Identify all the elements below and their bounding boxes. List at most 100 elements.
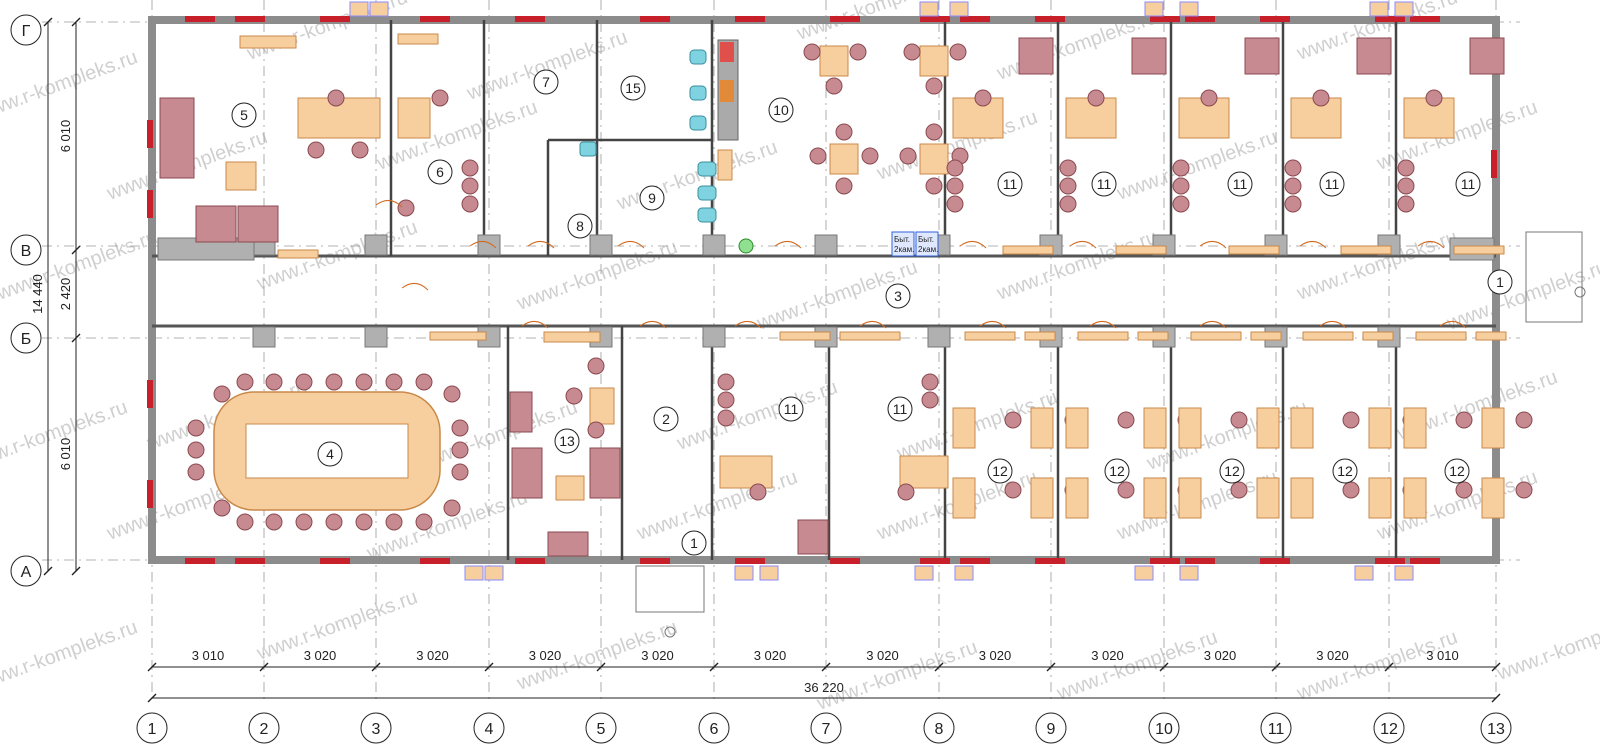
chair: [295, 513, 313, 531]
desk: [1340, 245, 1392, 255]
window: [735, 16, 765, 22]
door-swing: [959, 241, 987, 249]
col-axis-label: 4: [485, 721, 494, 738]
sofa: [511, 447, 543, 499]
dimension-bottom: 6 010: [58, 438, 73, 471]
chair: [265, 513, 283, 531]
sofa: [237, 205, 279, 243]
window: [830, 16, 860, 22]
row-axis-bubble: [10, 234, 42, 266]
chair: [265, 373, 283, 391]
chair: [1515, 481, 1533, 499]
col-axis-bubble: [473, 712, 505, 744]
room-number-circle: [1319, 171, 1345, 197]
door-swing: [1089, 321, 1117, 329]
row-axis-V: В: [21, 243, 32, 260]
row-axis-bubble: [10, 14, 42, 46]
window: [1375, 16, 1405, 22]
row-axis-B: Б: [21, 331, 32, 348]
door-swing: [617, 241, 645, 249]
entrance-porches: [635, 231, 1586, 638]
chair: [431, 89, 449, 107]
chair: [461, 195, 479, 213]
desk: [397, 33, 439, 45]
sofa: [195, 205, 237, 243]
room-number-r11g: 11: [893, 401, 908, 417]
window: [1260, 558, 1290, 564]
chair: [946, 195, 964, 213]
desk: [1453, 245, 1505, 255]
chair: [187, 419, 205, 437]
desk: [1190, 331, 1242, 341]
desk: [1178, 407, 1202, 449]
dimension-text: 3 020: [641, 648, 674, 663]
room-number-circle: [533, 69, 559, 95]
desk: [1290, 407, 1314, 449]
door-swing: [979, 321, 1007, 329]
window: [185, 16, 215, 22]
radiator: [484, 565, 504, 581]
chair: [1342, 411, 1360, 429]
chair: [236, 513, 254, 531]
desk: [1403, 407, 1427, 449]
desk: [1143, 407, 1167, 449]
chair: [1172, 159, 1190, 177]
room-number-circle: [317, 441, 343, 467]
desk: [1481, 477, 1505, 519]
chair: [325, 373, 343, 391]
room-number-r13: 13: [559, 433, 575, 449]
watermark-text: www.r-kompleks.ru: [1293, 226, 1460, 305]
sofa: [1469, 37, 1505, 75]
chair: [1515, 411, 1533, 429]
chair: [415, 513, 433, 531]
column: [252, 326, 276, 348]
col-axis-bubble: [810, 712, 842, 744]
window: [235, 558, 265, 564]
window: [640, 558, 670, 564]
radiator: [349, 1, 369, 17]
window: [1185, 558, 1215, 564]
chair: [1455, 481, 1473, 499]
desk: [1115, 245, 1167, 255]
watermark-text: www.r-kompleks.ru: [1293, 626, 1460, 705]
room-number-circle: [653, 406, 679, 432]
room-number-r12d: 12: [1337, 463, 1353, 479]
dimension-text: 3 020: [979, 648, 1012, 663]
room-number-r4: 4: [326, 446, 334, 462]
chair: [385, 373, 403, 391]
col-axis-label: 9: [1047, 721, 1056, 738]
desk: [1024, 331, 1056, 341]
door-swing: [1319, 321, 1347, 329]
room-number-circle: [1227, 171, 1253, 197]
chair: [1117, 481, 1135, 499]
col-axis-label: 6: [710, 721, 719, 738]
window: [235, 16, 265, 22]
room-number-circle: [231, 102, 257, 128]
desk: [543, 331, 601, 343]
desk: [1065, 407, 1089, 449]
radiator: [1354, 565, 1374, 581]
dimension-top: 6 010: [58, 120, 73, 153]
desk: [1368, 477, 1392, 519]
col-axis-label: 1: [148, 721, 157, 738]
room-number-r5: 5: [240, 107, 248, 123]
chair: [587, 357, 605, 375]
room-number-circle: [768, 97, 794, 123]
door-swing: [734, 321, 762, 329]
door-swing: [774, 241, 802, 249]
room-number-r8: 8: [576, 218, 584, 234]
window: [515, 558, 545, 564]
desk: [1302, 331, 1354, 341]
desk: [1368, 407, 1392, 449]
radiator: [1179, 565, 1199, 581]
chair: [451, 419, 469, 437]
col-axis-label: 2: [260, 721, 269, 738]
watermark-text: www.r-kompleks.ru: [613, 136, 780, 215]
chair: [461, 177, 479, 195]
desk: [1403, 477, 1427, 519]
row-axis-A: А: [21, 564, 32, 581]
desk: [277, 249, 319, 259]
window: [147, 480, 153, 508]
